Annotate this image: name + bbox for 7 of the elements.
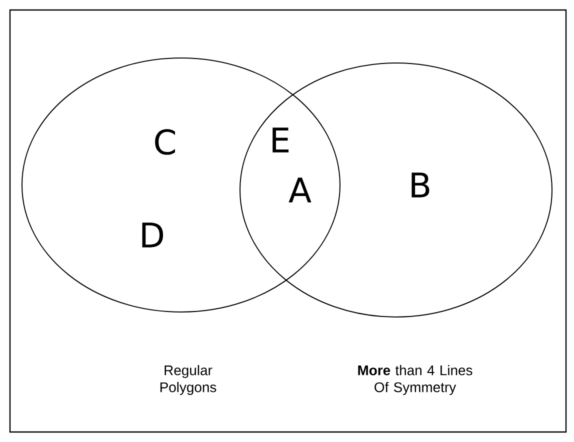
circle-label: More than 4 Lines Of Symmetry <box>358 365 472 395</box>
handwritten-letter: C <box>155 129 175 155</box>
handwritten-letter: D <box>142 222 164 248</box>
handwritten-letter: A <box>288 178 312 202</box>
circle-label: Regular Polygons <box>160 365 216 395</box>
handwritten-letter: B <box>412 172 430 198</box>
handwritten-letter: E <box>272 128 289 152</box>
